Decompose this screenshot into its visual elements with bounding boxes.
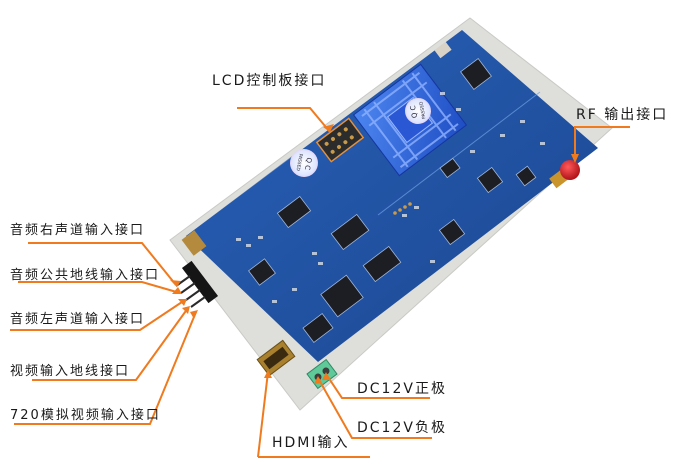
svg-text:PASSED: PASSED bbox=[295, 153, 304, 172]
callout-dc12v-negative: DC12V负极 bbox=[357, 420, 447, 436]
ic-chips bbox=[248, 58, 537, 343]
ic-chip bbox=[276, 195, 312, 229]
ic-chip bbox=[248, 258, 276, 286]
leader-line-audio-left bbox=[10, 299, 186, 331]
ic-chip bbox=[515, 165, 537, 187]
leader-line-dc-pos bbox=[325, 373, 430, 399]
callout-720-analog-video: 720模拟视频输入接口 bbox=[10, 408, 161, 423]
svg-text:PASSED: PASSED bbox=[418, 100, 427, 119]
ic-chip bbox=[476, 166, 504, 194]
callout-audio-common-ground: 音频公共地线输入接口 bbox=[10, 268, 161, 283]
ic-chip bbox=[438, 218, 466, 246]
leader-line-analog-video bbox=[14, 311, 197, 425]
callout-audio-left-input: 音频左声道输入接口 bbox=[10, 312, 146, 327]
pcb-board bbox=[186, 30, 598, 362]
leader-line-video-gnd bbox=[32, 307, 189, 381]
leader-line-audio-gnd bbox=[18, 281, 181, 294]
callout-dc12v-positive: DC12V正极 bbox=[357, 381, 447, 397]
leader-line-rf bbox=[574, 126, 630, 160]
lcd-header-connector bbox=[315, 117, 365, 163]
mounting-post bbox=[181, 230, 207, 256]
pin-header-small bbox=[393, 202, 412, 215]
leader-lines bbox=[10, 107, 630, 458]
leader-line-audio-right bbox=[28, 242, 177, 286]
ic-chip bbox=[460, 58, 492, 90]
svg-text:Q C: Q C bbox=[409, 105, 419, 119]
ic-chip bbox=[320, 274, 364, 318]
callout-hdmi-input: HDMI输入 bbox=[272, 435, 350, 451]
ic-chip bbox=[439, 157, 461, 179]
ic-chip bbox=[330, 213, 370, 251]
av-pin-header bbox=[175, 260, 219, 308]
rf-sma-connector bbox=[549, 160, 580, 189]
crystal bbox=[434, 41, 452, 59]
ic-chip bbox=[302, 313, 334, 343]
hdmi-port bbox=[256, 339, 296, 377]
leader-line-lcd bbox=[237, 107, 331, 133]
ic-chip bbox=[362, 245, 402, 283]
leader-line-dc-neg bbox=[317, 377, 432, 439]
leader-arrowheads bbox=[170, 124, 579, 384]
callout-rf-output: RF 输出接口 bbox=[576, 107, 669, 123]
callout-lcd-control-interface: LCD控制板接口 bbox=[212, 73, 327, 89]
qc-sticker-left: Q C PASSED bbox=[290, 149, 318, 177]
smd-components bbox=[236, 92, 545, 303]
qc-sticker-heatsink: Q C PASSED bbox=[405, 98, 431, 124]
callout-video-ground: 视频输入地线接口 bbox=[10, 364, 131, 379]
callout-audio-right-input: 音频右声道输入接口 bbox=[10, 223, 146, 238]
svg-text:Q C: Q C bbox=[303, 157, 313, 171]
